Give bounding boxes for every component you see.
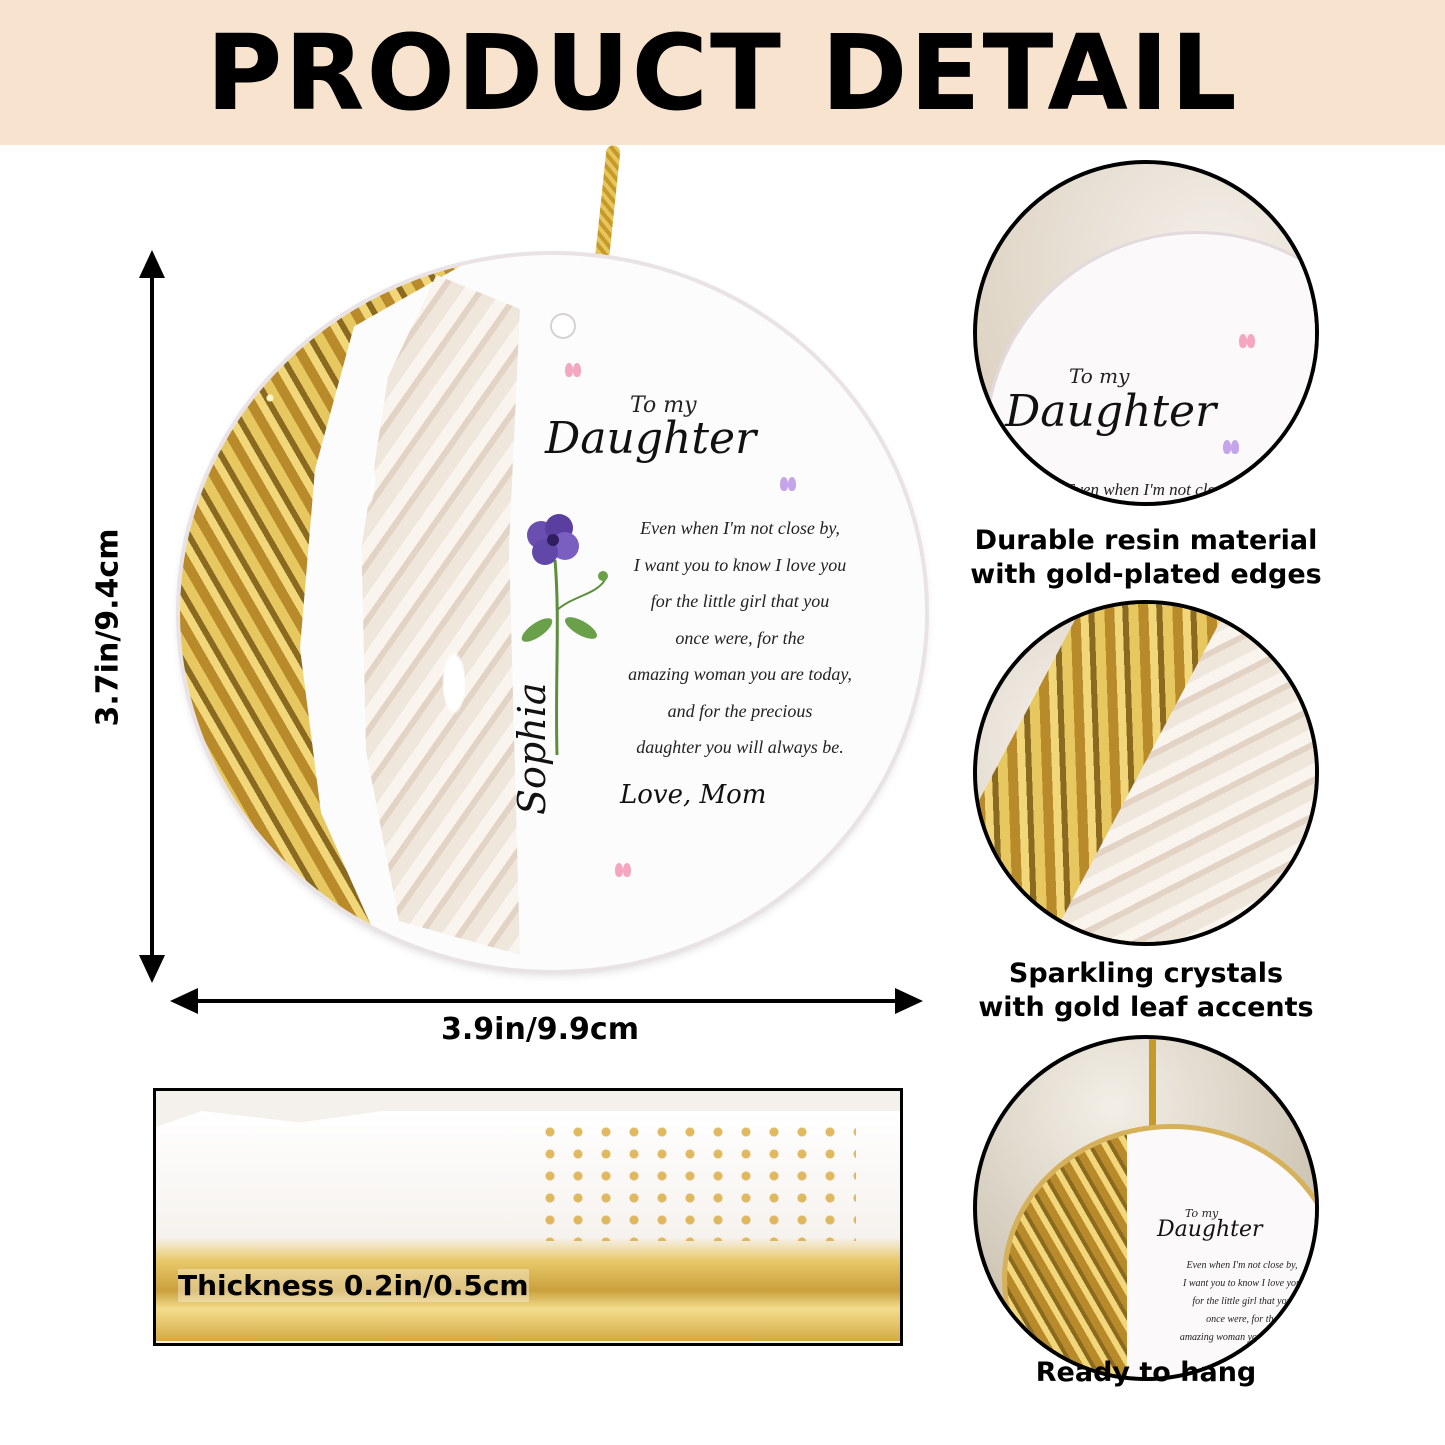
message-line: I want you to know I love you (633, 554, 847, 575)
message-line: and for the precious (667, 700, 813, 721)
gold-flakes-edge (1007, 1129, 1127, 1377)
page-title: PRODUCT DETAIL (206, 11, 1239, 134)
butterfly-icon (615, 863, 631, 877)
closeup-recipient: Daughter (1005, 386, 1217, 437)
hanging-cord (1149, 1039, 1156, 1139)
caption-line: Sparkling crystals (1008, 958, 1284, 989)
butterfly-icon (1223, 440, 1239, 454)
caption-line: with gold-plated edges (970, 559, 1322, 590)
mini-message: Even when I'm not close by, I want you t… (1172, 1257, 1312, 1347)
width-label: 3.9in/9.9cm (441, 1012, 639, 1047)
personalized-name: Sophia (510, 682, 554, 815)
caption-crystals: Sparkling crystals with gold leaf accent… (946, 957, 1346, 1025)
header-banner: PRODUCT DETAIL (0, 0, 1445, 145)
detail-circle-crystals (973, 600, 1319, 946)
message-line: for the little girl that you (650, 591, 830, 611)
ornament-closeup (987, 234, 1315, 502)
flower-icon (521, 514, 608, 756)
gold-leaf-flakes (536, 1121, 856, 1241)
recipient-title: Daughter (545, 413, 757, 464)
mini-message-line: Even when I'm not close by, (1186, 1260, 1298, 1271)
butterfly-icon (780, 477, 796, 491)
ornament-disc: To my Daughter Even when I'm not close b… (180, 255, 925, 970)
caption-line: Ready to hang (1035, 1357, 1257, 1388)
mini-message-line: I want you to know I love you (1182, 1278, 1302, 1289)
mini-message-line: once were, for the (1206, 1314, 1278, 1325)
height-dimension-line (150, 260, 154, 975)
mini-to-line: To my (1185, 1207, 1219, 1220)
message-line: once were, for the (675, 627, 805, 648)
signature: Love, Mom (620, 780, 767, 810)
arrow-down-icon (139, 955, 165, 983)
message-block: Even when I'm not close by, I want you t… (590, 510, 890, 766)
ornament-product-image: To my Daughter Even when I'm not close b… (170, 144, 930, 985)
thickness-label: Thickness 0.2in/0.5cm (178, 1269, 529, 1302)
caption-line: with gold leaf accents (978, 992, 1314, 1023)
mini-recipient: Daughter (1157, 1217, 1263, 1242)
height-label: 3.7in/9.4cm (90, 528, 126, 727)
arrow-right-icon (895, 988, 923, 1014)
detail-circle-resin: To my Daughter Even when I'm not clos (973, 160, 1319, 506)
mini-message-line: amazing woman you are today, (1179, 1332, 1305, 1343)
crystal-band (361, 275, 520, 955)
butterfly-icon (565, 363, 581, 377)
message-line: Even when I'm not close by, (640, 518, 840, 538)
closeup-message-line: Even when I'm not clos (1065, 480, 1223, 499)
caption-hanging: Ready to hang (946, 1356, 1346, 1390)
to-line: To my (630, 393, 697, 418)
mini-message-line: for the little girl that you (1192, 1296, 1292, 1307)
arrow-left-icon (170, 988, 198, 1014)
hanging-hole (550, 313, 576, 339)
caption-line: Durable resin material (974, 525, 1318, 556)
butterfly-icon (1239, 334, 1255, 348)
ornament-hanging-photo: To my Daughter Even when I'm not close b… (1007, 1129, 1315, 1377)
message-line: daughter you will always be. (636, 737, 844, 757)
detail-circle-hanging: To my Daughter Even when I'm not close b… (973, 1035, 1319, 1381)
thickness-closeup: Thickness 0.2in/0.5cm (153, 1088, 903, 1346)
message-line: amazing woman you are today, (628, 664, 852, 684)
caption-resin: Durable resin material with gold-plated … (946, 524, 1346, 592)
width-dimension-line (180, 999, 910, 1003)
arrow-up-icon (139, 250, 165, 278)
closeup-to-line: To my (1069, 364, 1130, 388)
